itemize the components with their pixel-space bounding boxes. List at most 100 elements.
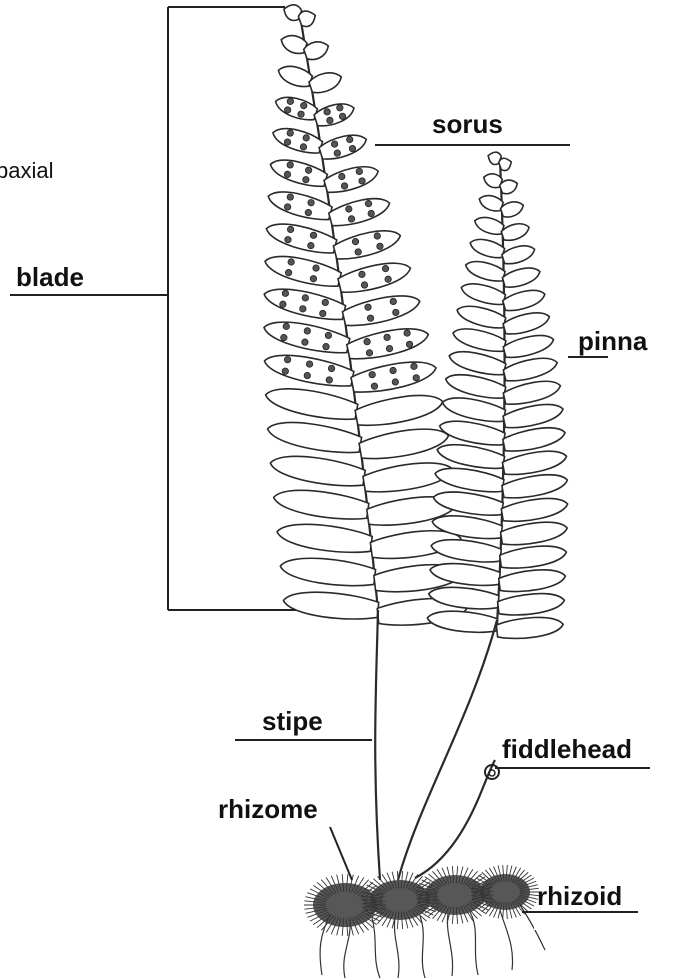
sorus-dot: [324, 109, 330, 115]
sorus-dot: [308, 200, 314, 206]
sorus-dot: [281, 334, 287, 340]
sorus-dot: [374, 233, 380, 239]
pinna-leaf: [333, 231, 400, 259]
pinna-leaf: [479, 196, 503, 211]
pinna-leaf: [501, 202, 524, 217]
sorus-dot: [306, 361, 312, 367]
sorus-dot: [287, 162, 293, 168]
sorus-dot: [308, 242, 314, 248]
sorus-dot: [305, 167, 311, 173]
sorus-dot: [411, 363, 417, 369]
pinna-leaf: [309, 73, 341, 93]
pinna-leaf: [498, 594, 565, 615]
sorus-dot: [328, 365, 334, 371]
pinna-leaf: [466, 262, 505, 281]
pinna-leaf: [500, 180, 518, 194]
sorus-dot: [305, 209, 311, 215]
sorus-dot: [382, 265, 388, 271]
sorus-dot: [348, 216, 354, 222]
pinna-leaf: [351, 362, 436, 392]
pinna-leaf: [324, 167, 378, 193]
sorus-dot: [287, 226, 293, 232]
pinna-leaf: [298, 11, 315, 27]
sorus-dot: [284, 356, 290, 362]
sorus-dot: [284, 139, 290, 145]
pinna-leaf: [265, 256, 341, 286]
stipe-right: [398, 620, 497, 880]
sorus-dot: [356, 168, 362, 174]
pinna-leaf: [347, 329, 429, 359]
fertile-frond: [264, 5, 468, 625]
sterile-frond: [427, 152, 567, 638]
sorus-dot: [285, 269, 291, 275]
sorus-dot: [288, 259, 294, 265]
pinna-leaf: [319, 135, 366, 159]
pinna-leaf: [442, 398, 505, 422]
sorus-dot: [310, 276, 316, 282]
sorus-dot: [339, 113, 345, 119]
pinna-leaf: [359, 429, 448, 458]
sorus-dot: [365, 304, 371, 310]
label-mask: [534, 916, 634, 930]
sorus-dot: [284, 171, 290, 177]
pinna-leaf: [266, 389, 358, 419]
sorus-dot: [320, 310, 326, 316]
sorus-dot: [392, 379, 398, 385]
sorus-dot: [368, 210, 374, 216]
pinna-leaf: [501, 498, 567, 521]
sorus-dot: [346, 206, 352, 212]
pinna-leaf: [499, 570, 566, 592]
sorus-dot: [284, 204, 290, 210]
pinna-leaf: [431, 540, 501, 562]
pinna-leaf: [461, 284, 505, 305]
pinna-leaf: [503, 336, 553, 358]
pinna-leaf: [499, 158, 512, 170]
sorus-dot: [367, 315, 373, 321]
rhizome-mass: [304, 865, 539, 936]
pinna-leaf: [270, 160, 327, 186]
pinna-leaf: [457, 306, 506, 328]
sorus-dot: [366, 350, 372, 356]
pinna-leaf: [264, 355, 353, 386]
rhizome-leader-line: [330, 827, 352, 880]
sorus-dot: [302, 295, 308, 301]
sorus-dot: [371, 383, 377, 389]
sorus-dot: [280, 301, 286, 307]
label-blade: blade: [16, 262, 84, 292]
sorus-dot: [303, 177, 309, 183]
pinna-leaf: [427, 611, 497, 632]
sorus-dot: [301, 102, 307, 108]
pinna-leaf: [270, 456, 365, 485]
sorus-dot: [304, 372, 310, 378]
sorus-dot: [283, 323, 289, 329]
sorus-dot: [404, 330, 410, 336]
sorus-dot: [377, 243, 383, 249]
pinna-leaf: [500, 546, 567, 568]
sorus-dot: [325, 332, 331, 338]
sorus-dot: [364, 338, 370, 344]
partial-label: paxial: [0, 158, 53, 183]
rhizoid-root: [470, 912, 478, 975]
sorus-dot: [393, 309, 399, 315]
sorus-dot: [331, 141, 337, 147]
pinna-leaf: [274, 490, 369, 519]
pinna-leaf: [503, 313, 549, 334]
sorus-dot: [406, 341, 412, 347]
pinna-leaf: [502, 268, 539, 287]
label-stipe: stipe: [262, 706, 323, 736]
pinna-leaf: [276, 97, 318, 119]
pinna-leaf: [496, 617, 563, 638]
pinna-leaf: [264, 289, 345, 319]
pinna-leaf: [453, 329, 506, 351]
sorus-dot: [298, 111, 304, 117]
pinna-leaf: [329, 199, 390, 226]
sorus-dot: [369, 372, 375, 378]
sorus-dot: [359, 178, 365, 184]
pinna-leaf: [502, 451, 566, 474]
sorus-dot: [352, 238, 358, 244]
pinna-leaf: [314, 104, 354, 126]
pinna-leaf: [501, 224, 529, 241]
pinna-leaf: [503, 404, 563, 427]
sorus-dot: [310, 232, 316, 238]
rhizoid-root: [447, 914, 452, 976]
